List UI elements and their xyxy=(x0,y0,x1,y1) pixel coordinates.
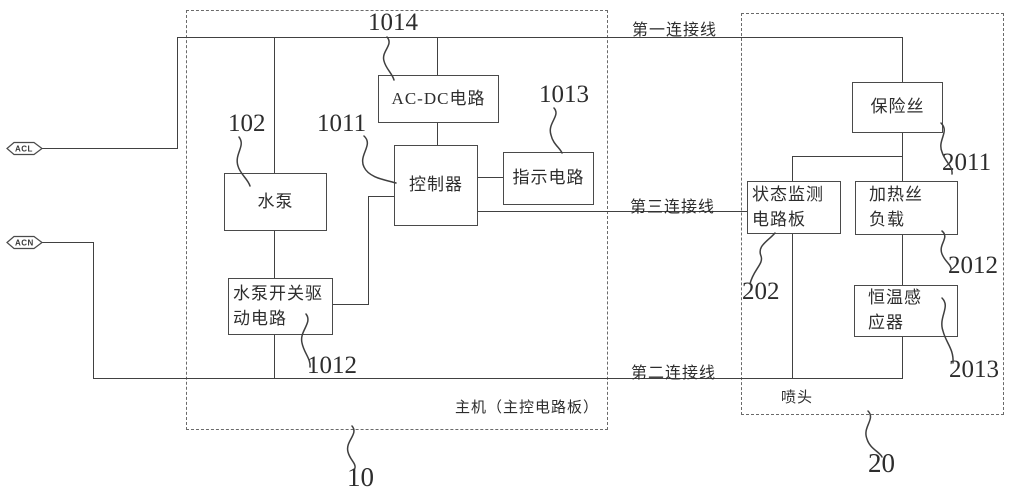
leader-20 xyxy=(865,410,883,458)
ref-1013: 1013 xyxy=(539,81,589,108)
wire-fuse-branch xyxy=(792,156,902,157)
label-second-connection-line: 第二连接线 xyxy=(631,365,717,382)
wire-controller-to-indicator xyxy=(476,177,504,178)
block-controller: 控制器 xyxy=(394,145,478,226)
leader-1014 xyxy=(382,36,395,81)
leader-1012 xyxy=(300,313,311,368)
wire-acdc-to-controller xyxy=(437,121,438,145)
label-nozzle: 喷头 xyxy=(781,390,814,406)
wire-third-connection-line xyxy=(476,211,748,212)
leader-2013 xyxy=(941,297,954,364)
wire-status-to-second-line xyxy=(792,232,793,378)
block-indicator-circuit: 指示电路 xyxy=(503,152,594,205)
ref-1012: 1012 xyxy=(307,352,357,379)
acl-terminal-label: ACL xyxy=(15,145,33,154)
block-acdc-circuit: AC-DC电路 xyxy=(378,75,499,123)
acl-terminal: ACL xyxy=(6,141,43,156)
ref-10: 10 xyxy=(347,462,374,492)
wire-acl-riser xyxy=(177,37,178,149)
wire-acn-drop xyxy=(93,242,94,379)
block-heater-wire-load: 加热丝 负载 xyxy=(855,181,958,235)
main-unit-group-box xyxy=(186,10,608,430)
leader-2012 xyxy=(940,230,952,271)
wire-second-connection-line xyxy=(93,378,903,379)
block-thermostat-sensor: 恒温感 应器 xyxy=(854,285,958,337)
wire-pump-to-driver xyxy=(274,229,275,278)
acn-terminal-label: ACN xyxy=(15,239,34,248)
leader-202 xyxy=(749,232,776,285)
ref-1014: 1014 xyxy=(368,9,418,36)
leader-1011 xyxy=(361,135,397,184)
ref-2011: 2011 xyxy=(942,149,992,176)
label-third-connection-line: 第三连接线 xyxy=(630,199,716,216)
ref-1011: 1011 xyxy=(317,110,367,137)
wire-acl-lead xyxy=(42,148,178,149)
wire-top-to-fuse xyxy=(902,37,903,82)
acn-terminal-shape xyxy=(6,235,43,250)
acn-terminal: ACN xyxy=(6,235,43,250)
ref-2013: 2013 xyxy=(949,356,999,383)
wire-acn-lead xyxy=(42,242,94,243)
ref-202: 202 xyxy=(742,278,780,305)
wire-top-to-pump xyxy=(274,37,275,173)
leader-102 xyxy=(236,136,251,187)
block-pump-switch-driver: 水泵开关驱 动电路 xyxy=(228,278,333,335)
label-main-unit: 主机（主控电路板） xyxy=(455,400,600,416)
ref-2012: 2012 xyxy=(948,252,998,279)
acl-terminal-shape xyxy=(6,141,43,156)
block-fuse: 保险丝 xyxy=(852,82,943,133)
wire-driver-to-controller xyxy=(327,304,369,305)
wire-top-to-acdc xyxy=(437,37,438,75)
wire-fuse-to-heater xyxy=(902,131,903,181)
block-water-pump: 水泵 xyxy=(224,173,327,231)
wire-controller-left-stub xyxy=(368,196,395,197)
wire-heater-to-sensor xyxy=(902,233,903,285)
wire-controller-down-leg xyxy=(368,196,369,304)
wire-first-connection-line xyxy=(177,37,903,38)
ref-20: 20 xyxy=(868,448,895,478)
leader-2011 xyxy=(940,122,953,175)
label-first-connection-line: 第一连接线 xyxy=(632,22,718,39)
wire-driver-to-second-line xyxy=(274,333,275,378)
leader-1013 xyxy=(549,107,563,154)
leader-10 xyxy=(346,425,356,469)
block-status-monitor-board: 状态监测 电路板 xyxy=(747,181,841,234)
ref-102: 102 xyxy=(228,110,266,137)
wire-branch-to-status xyxy=(792,156,793,181)
nozzle-group-box xyxy=(741,13,1004,415)
wire-sensor-to-second-line xyxy=(902,335,903,378)
